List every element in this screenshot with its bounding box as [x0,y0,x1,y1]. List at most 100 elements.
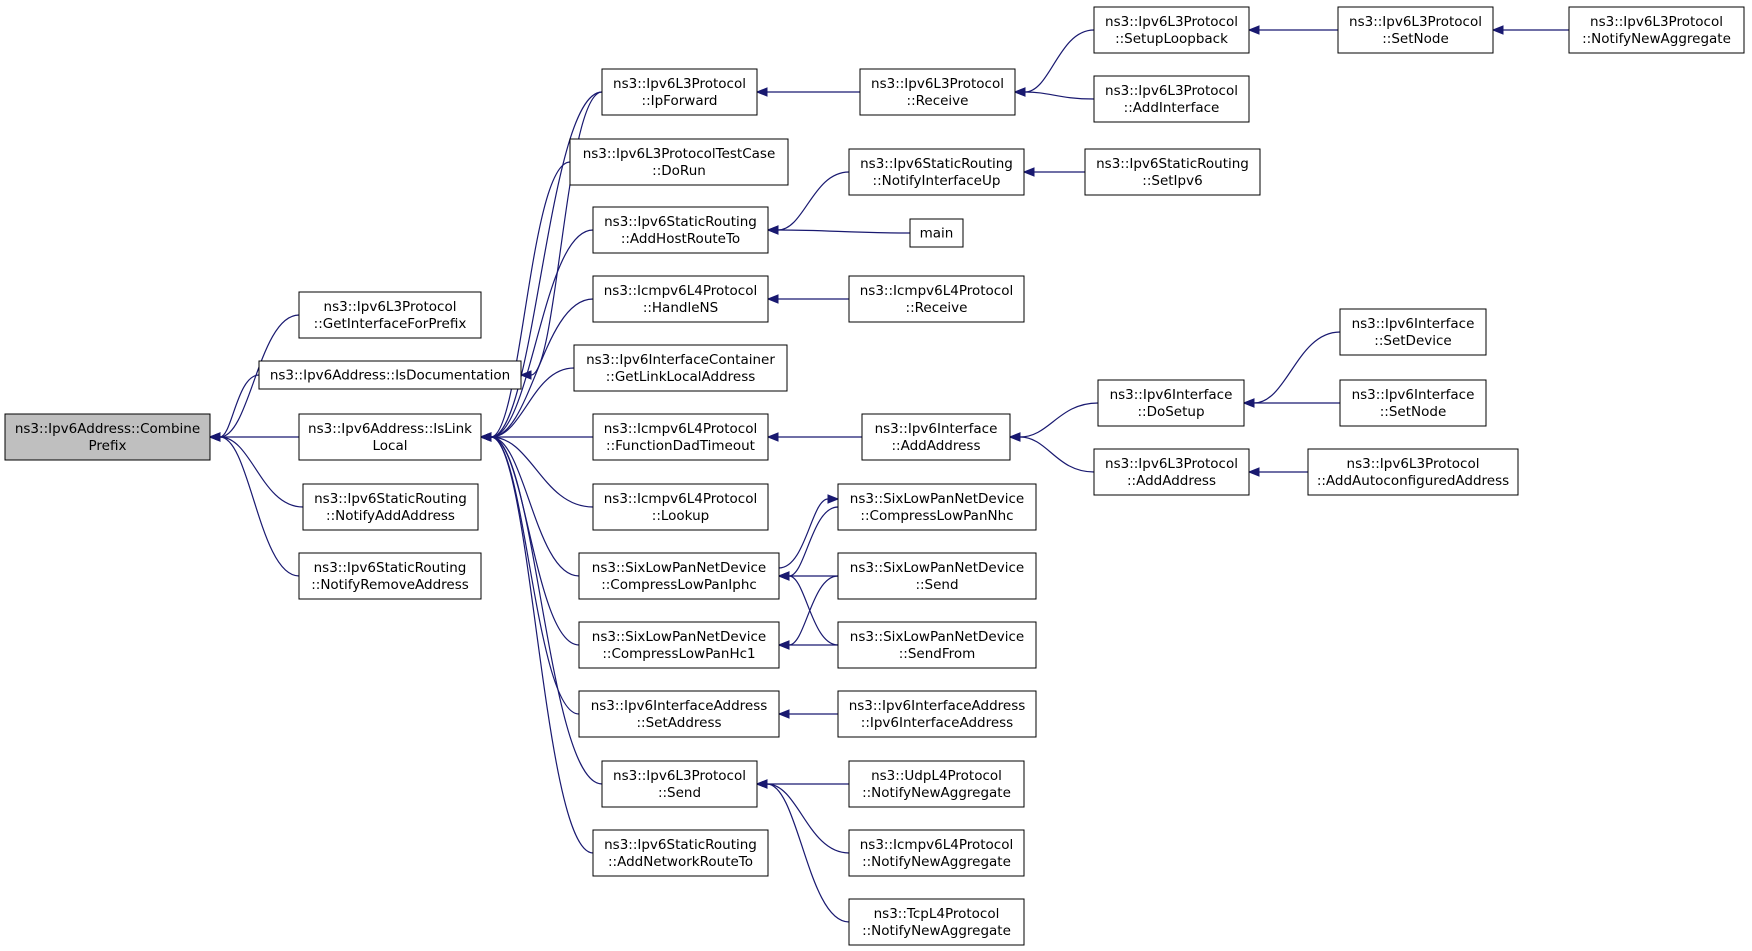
node-box [859,68,1016,116]
node-label-line: ::AddHostRouteTo [621,231,740,247]
node-box [592,275,769,323]
node-label-line: ::Receive [907,93,969,109]
node-label-line: ns3::SixLowPanNetDevice [592,560,766,576]
edge-line [490,436,580,577]
node-label-line: ns3::Ipv6L3Protocol [1105,14,1238,30]
node-ipv6staticrouting-notifyremoveaddress[interactable]: ns3::Ipv6StaticRouting::NotifyRemoveAddr… [298,552,482,600]
node-label-line: Local [373,438,408,454]
node-label-line: ::NotifyNewAggregate [862,785,1011,801]
node-label-line: ns3::Ipv6StaticRouting [604,837,757,853]
node-icmpv6l4protocol-lookup[interactable]: ns3::Icmpv6L4Protocol::Lookup [592,483,769,531]
node-main[interactable]: main [909,218,964,248]
node-ipv6l3protocol-ipforward[interactable]: ns3::Ipv6L3Protocol::IpForward [601,68,758,116]
node-ipv6address-isdocumentation[interactable]: ns3::Ipv6Address::IsDocumentation [258,360,522,390]
node-label-line: ns3::Ipv6InterfaceAddress [591,698,768,714]
edge-n14-n24 [777,575,839,650]
edge-n19-n32 [1022,167,1086,177]
edge-n16-n28 [755,779,850,854]
node-label-line: ns3::Icmpv6L4Protocol [604,283,758,299]
node-ipv6interfaceaddress-setaddress[interactable]: ns3::Ipv6InterfaceAddress::SetAddress [578,690,780,738]
node-label-line: ns3::Ipv6StaticRouting [860,156,1013,172]
arrowhead [777,709,790,719]
node-label-line: ns3::Ipv6Address::Combine [15,421,200,437]
node-box [909,218,964,248]
node-ipv6l3protocol-getinterfaceforprefix[interactable]: ns3::Ipv6L3Protocol::GetInterfaceForPref… [298,291,482,339]
node-box [569,138,789,186]
node-sixlowpannetdevice-compresslowpaniphc[interactable]: ns3::SixLowPanNetDevice::CompressLowPanI… [578,552,780,600]
node-tcpl4protocol-notifynewaggregate[interactable]: ns3::TcpL4Protocol::NotifyNewAggregate [848,898,1025,946]
node-ipv6l3protocol-receive[interactable]: ns3::Ipv6L3Protocol::Receive [859,68,1016,116]
edge-n2-n6 [519,91,603,380]
node-label-line: ::SetIpv6 [1142,173,1202,189]
node-sixlowpannetdevice-send[interactable]: ns3::SixLowPanNetDevice::Send [837,552,1037,600]
node-label-line: ns3::Icmpv6L4Protocol [860,283,1014,299]
node-ipv6staticrouting-setipv6[interactable]: ns3::Ipv6StaticRouting::SetIpv6 [1084,148,1261,196]
edge-line [490,91,603,438]
node-ipv6l3protocol-send[interactable]: ns3::Ipv6L3Protocol::Send [601,760,758,808]
node-udpl4protocol-notifynewaggregate[interactable]: ns3::UdpL4Protocol::NotifyNewAggregate [848,760,1025,808]
node-box [601,68,758,116]
node-ipv6interface-dosetup[interactable]: ns3::Ipv6Interface::DoSetup [1097,379,1245,427]
edge-n0-n4 [208,432,304,508]
node-label-line: ns3::Ipv6L3Protocol [613,768,746,784]
arrowhead [755,779,768,789]
node-sixlowpannetdevice-compresslowpanhc1[interactable]: ns3::SixLowPanNetDevice::CompressLowPanH… [578,621,780,669]
node-sixlowpannetdevice-compresslowpannhc[interactable]: ns3::SixLowPanNetDevice::CompressLowPanN… [837,483,1037,531]
node-label-line: ns3::Ipv6Interface [1352,316,1475,332]
node-label-line: ns3::Ipv6L3Protocol [1105,83,1238,99]
node-sixlowpannetdevice-sendfrom[interactable]: ns3::SixLowPanNetDevice::SendFrom [837,621,1037,669]
edge-n33-n36 [1242,331,1341,408]
node-label-line: ::Send [915,577,958,593]
node-ipv6interfaceaddress-ipv6interfaceaddress[interactable]: ns3::Ipv6InterfaceAddress::Ipv6Interface… [837,690,1037,738]
edge-n33-n37 [1242,398,1340,408]
node-label-line: ::AddAddress [892,438,981,454]
node-ipv6interface-setnode[interactable]: ns3::Ipv6Interface::SetNode [1339,379,1487,427]
node-ipv6staticrouting-addhostrouteto[interactable]: ns3::Ipv6StaticRouting::AddHostRouteTo [592,206,769,254]
node-label-line: ns3::Ipv6StaticRouting [604,214,757,230]
node-ipv6l3protocol-addinterface[interactable]: ns3::Ipv6L3Protocol::AddInterface [1093,75,1250,123]
node-box [592,483,769,531]
edge-n30-n35 [1247,25,1338,35]
node-label-line: ::NotifyRemoveAddress [311,577,469,593]
edge-n18-n30 [1013,29,1095,97]
node-label-line: ns3::Icmpv6L4Protocol [860,837,1014,853]
edge-line [219,436,304,508]
node-ipv6interface-addaddress[interactable]: ns3::Ipv6Interface::AddAddress [861,413,1011,461]
node-label-line: ns3::SixLowPanNetDevice [850,560,1024,576]
node-ipv6l3protocol-addautoconfiguredaddress[interactable]: ns3::Ipv6L3Protocol::AddAutoconfiguredAd… [1307,448,1519,496]
node-ipv6l3protocoltestcase-dorun[interactable]: ns3::Ipv6L3ProtocolTestCase::DoRun [569,138,789,186]
edge-line [490,436,580,715]
node-label-line: ::IpForward [642,93,718,109]
arrowhead [766,225,779,235]
node-label-line: ns3::Ipv6Address::IsLink [308,421,472,437]
node-ipv6l3protocol-addaddress[interactable]: ns3::Ipv6L3Protocol::AddAddress [1093,448,1250,496]
edge-n11-n22 [766,432,862,442]
node-ipv6staticrouting-notifyinterfaceup[interactable]: ns3::Ipv6StaticRouting::NotifyInterfaceU… [848,148,1025,196]
node-box [302,483,479,531]
node-label-line: ns3::Ipv6L3Protocol [613,76,746,92]
node-ipv6l3protocol-setuploopback[interactable]: ns3::Ipv6L3Protocol::SetupLoopback [1093,6,1250,54]
edge-line [1019,402,1099,438]
node-label-line: ::CompressLowPanIphc [601,577,757,593]
node-ipv6interfacecontainer-getlinklocaladdress[interactable]: ns3::Ipv6InterfaceContainer::GetLinkLoca… [573,344,788,392]
edge-line [490,161,571,438]
node-ipv6staticrouting-addnetworkrouteto[interactable]: ns3::Ipv6StaticRouting::AddNetworkRouteT… [592,829,769,877]
node-label-line: ns3::SixLowPanNetDevice [850,629,1024,645]
node-box [837,483,1037,531]
node-icmpv6l4protocol-functiondadtimeout[interactable]: ns3::Icmpv6L4Protocol::FunctionDadTimeou… [592,413,769,461]
node-icmpv6l4protocol-handlens[interactable]: ns3::Icmpv6L4Protocol::HandleNS [592,275,769,323]
edge-n18-n31 [1013,87,1095,100]
node-ipv6staticrouting-notifyaddaddress[interactable]: ns3::Ipv6StaticRouting::NotifyAddAddress [302,483,479,531]
node-box [848,760,1025,808]
edge-line [219,436,300,577]
arrowhead [1247,467,1260,477]
node-ipv6interface-setdevice[interactable]: ns3::Ipv6Interface::SetDevice [1339,308,1487,356]
edge-line [766,783,850,854]
node-icmpv6l4protocol-receive[interactable]: ns3::Icmpv6L4Protocol::Receive [848,275,1025,323]
node-label-line: ns3::SixLowPanNetDevice [592,629,766,645]
node-label-line: ::Lookup [652,508,709,524]
node-ipv6l3protocol-setnode[interactable]: ns3::Ipv6L3Protocol::SetNode [1337,6,1494,54]
node-icmpv6l4protocol-notifynewaggregate[interactable]: ns3::Icmpv6L4Protocol::NotifyNewAggregat… [848,829,1025,877]
node-ipv6l3protocol-notifynewaggregate[interactable]: ns3::Ipv6L3Protocol::NotifyNewAggregate [1568,6,1745,54]
